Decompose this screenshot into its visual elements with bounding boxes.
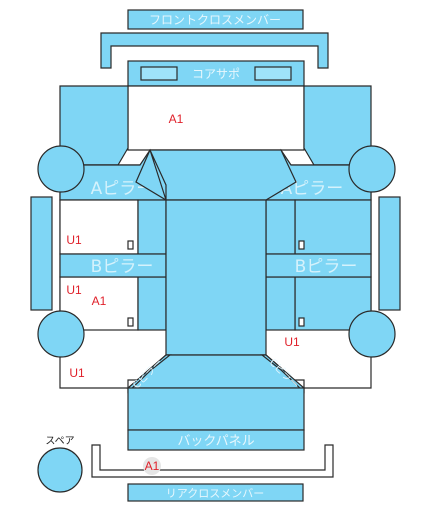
- trunk-floor[interactable]: [91, 444, 334, 478]
- damage-mark-left-rear-a: A1: [92, 294, 107, 308]
- left-rear-door-handle: [127, 317, 134, 327]
- engine-bay: [127, 85, 305, 151]
- a-pillar-left-label: Aピラー: [91, 179, 154, 199]
- back-panel[interactable]: [127, 429, 305, 451]
- roof-panel[interactable]: [165, 199, 267, 356]
- trunk-lid[interactable]: [127, 387, 305, 431]
- left-front-door[interactable]: [59, 199, 139, 255]
- damage-mark-trunk-bg: [143, 457, 161, 475]
- b-pillar-right-label: Bピラー: [295, 257, 358, 277]
- front-cross-member[interactable]: [127, 9, 304, 30]
- a-pillar-right-label: Aピラー: [281, 179, 344, 199]
- right-front-wheel[interactable]: [348, 145, 396, 193]
- b-pillar-left-label: Bピラー: [91, 257, 154, 277]
- damage-mark-left-rear-lower: U1: [69, 366, 85, 380]
- left-door-inner-front[interactable]: [137, 199, 167, 255]
- damage-mark-front: A1: [169, 112, 184, 126]
- spare-tire[interactable]: [37, 447, 83, 493]
- right-rear-wheel[interactable]: [348, 310, 396, 358]
- right-front-door[interactable]: [294, 199, 372, 255]
- front-bumper-reinforcement[interactable]: [100, 32, 329, 69]
- c-pillar-left[interactable]: [127, 354, 172, 394]
- core-support-left-slot: [140, 66, 178, 81]
- damage-mark-right-rear: U1: [284, 335, 300, 349]
- damage-mark-left-front-door: U1: [66, 233, 82, 247]
- roof-front-taper: [149, 149, 167, 201]
- right-front-door-handle: [298, 240, 305, 250]
- spare-label: スペア: [45, 436, 74, 447]
- left-rocker-panel[interactable]: [30, 196, 53, 311]
- left-door-inner-rear[interactable]: [137, 276, 167, 331]
- front-cross-member-label: フロントクロスメンバー: [149, 13, 281, 27]
- right-rear-door-handle: [298, 317, 305, 327]
- left-front-door-handle: [127, 240, 134, 250]
- c-pillar-right[interactable]: [260, 354, 305, 394]
- right-door-inner-front[interactable]: [265, 199, 296, 255]
- damage-mark-trunk: A1: [145, 459, 160, 473]
- core-support-label: コアサポ: [192, 67, 240, 81]
- damage-mark-left-rear-upper: U1: [66, 283, 82, 297]
- left-front-wheel[interactable]: [37, 145, 85, 193]
- rear-cross-member-label: リアクロスメンバー: [166, 487, 264, 500]
- right-rocker-panel[interactable]: [378, 196, 401, 311]
- left-rear-wheel[interactable]: [37, 310, 85, 358]
- right-door-inner-rear[interactable]: [265, 276, 296, 331]
- core-support-right-slot: [254, 66, 292, 81]
- back-panel-label: バックパネル: [177, 434, 254, 449]
- rear-cross-member[interactable]: [127, 483, 304, 502]
